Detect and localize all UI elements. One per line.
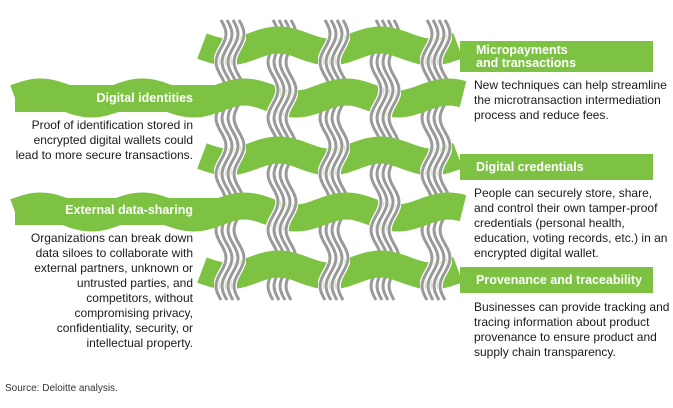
strand-crossing xyxy=(420,136,452,176)
strand-crossing xyxy=(214,136,246,176)
strand-segment xyxy=(214,136,246,176)
label-band-right xyxy=(460,41,653,72)
text-external-data-sharing: Organizations can break down data siloes… xyxy=(30,231,193,350)
text-digital-identities: Proof of identification stored in encryp… xyxy=(15,118,193,162)
text-digital-credentials: People can securely store, share, and co… xyxy=(474,186,668,260)
strand-crossing xyxy=(318,136,350,176)
strand-crossing xyxy=(420,250,452,290)
label-digital-credentials: Digital credentials xyxy=(476,160,584,174)
label-provenance: Provenance and traceability xyxy=(476,273,643,287)
text-micropayments: New techniques can help streamline the m… xyxy=(474,78,667,122)
source-note: Source: Deloitte analysis. xyxy=(5,383,118,394)
label-band-right xyxy=(460,154,653,180)
label-band-left xyxy=(15,198,223,225)
strand-segment xyxy=(214,250,246,290)
strand-crossing xyxy=(318,250,350,290)
label-micropayments: Micropayments and transactions xyxy=(476,43,577,70)
label-band-left xyxy=(15,85,223,112)
strand-segment xyxy=(420,250,452,290)
strand-crossing xyxy=(214,250,246,290)
label-band-right xyxy=(460,267,653,293)
label-external-data-sharing: External data-sharing xyxy=(65,203,193,217)
strand-segment xyxy=(318,250,350,290)
strand-segment xyxy=(318,136,350,176)
strand-segment xyxy=(420,136,452,176)
text-provenance: Businesses can provide tracking and trac… xyxy=(474,300,670,359)
label-digital-identities: Digital identities xyxy=(96,91,193,105)
